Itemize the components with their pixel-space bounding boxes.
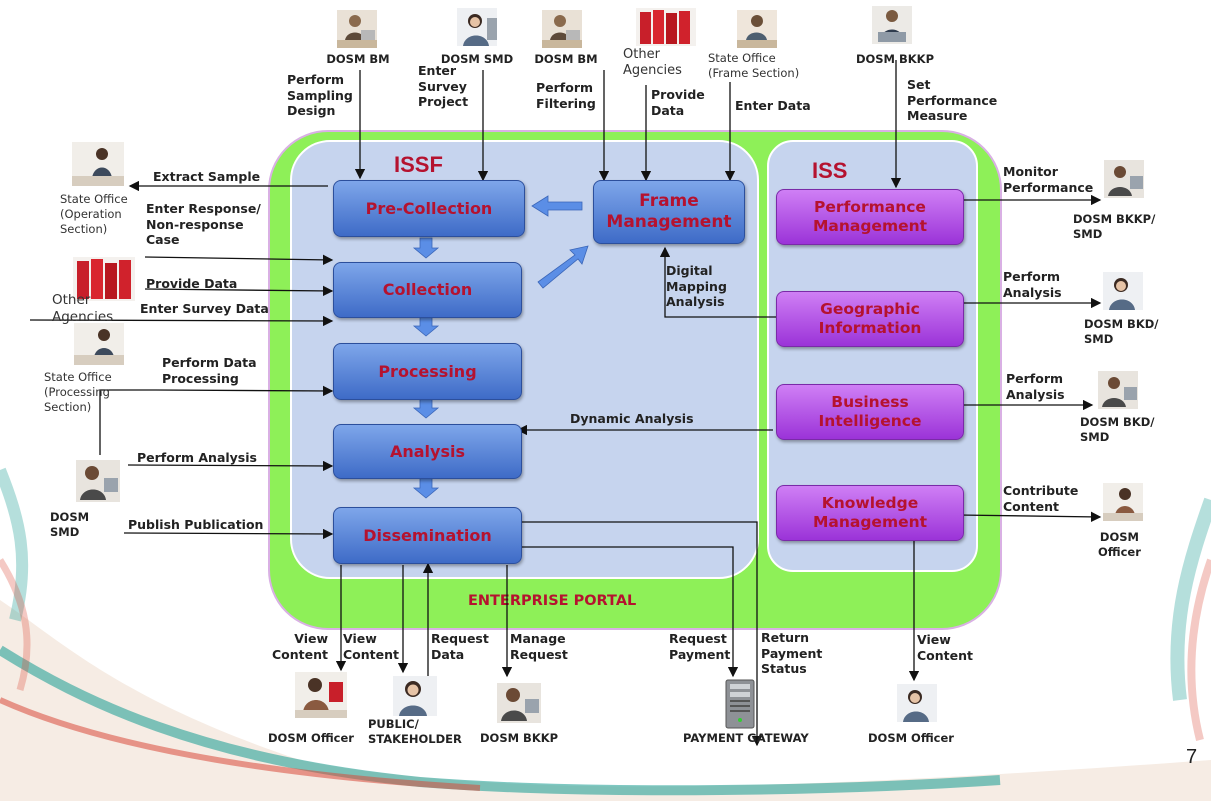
person-at-desk-icon [737,10,777,48]
woman-with-headset-icon [1103,272,1143,310]
view-content-3-label: View Content [917,632,973,663]
left-state-operation-caption: State Office (Operation Section) [60,192,128,236]
woman-at-desk-icon [1103,483,1143,521]
top-other-agencies-caption: Other Agencies [623,47,682,79]
bottom-public-caption: PUBLIC/ STAKEHOLDER [368,717,462,746]
view-content-1-label: View Content [272,631,328,662]
woman-with-headset-icon [897,684,937,722]
extract-sample-label: Extract Sample [153,169,261,184]
man-at-computer-icon [497,683,541,723]
server-tower-icon [725,679,755,729]
woman-at-desk-icon [74,323,124,365]
page-number: 7 [1186,746,1198,768]
perform-sampling-label: Perform Sampling Design [287,72,353,119]
bottom-gateway-caption: PAYMENT GATEWAY [683,731,809,745]
top-state-frame-caption: State Office (Frame Section) [708,51,800,80]
request-payment-label: Request Payment [669,631,731,662]
contribute-content-label: Contribute Content [1003,483,1079,514]
right-officer-caption: DOSM Officer [1098,530,1141,559]
bottom-bkkp-caption: DOSM BKKP [480,731,559,745]
right-bkkp-smd-caption: DOSM BKKP/ SMD [1073,212,1156,241]
perform-analysis-r2-label: Perform Analysis [1006,371,1065,402]
perform-analysis-r1-label: Perform Analysis [1003,269,1062,300]
right-bkd-smd-1-caption: DOSM BKD/ SMD [1084,317,1159,346]
analysis-module[interactable]: Analysis [333,424,522,479]
woman-at-desk-icon [295,672,347,718]
enter-data-label: Enter Data [735,98,811,113]
monitor-performance-label: Monitor Performance [1003,164,1094,195]
perform-analysis-left-label: Perform Analysis [137,450,257,465]
pre-collection-module[interactable]: Pre-Collection [333,180,525,237]
enter-survey-data-label: Enter Survey Data [140,301,269,316]
left-state-processing-caption: State Office (Processing Section) [44,370,112,414]
collection-module[interactable]: Collection [333,262,522,318]
frame-management-module[interactable]: Frame Management [593,180,745,244]
woman-at-desk-icon [72,142,124,186]
binders-icon [636,8,696,46]
view-content-2-label: View Content [343,631,399,662]
performance-management-module[interactable]: Performance Management [776,189,964,245]
manage-request-label: Manage Request [510,631,568,662]
enter-response-label: Enter Response/ Non-response Case [146,201,261,248]
geographic-information-module[interactable]: Geographic Information [776,291,964,347]
knowledge-management-module[interactable]: Knowledge Management [776,485,964,541]
top-bkkp-caption: DOSM BKKP [855,52,935,66]
provide-data-left-label: Provide Data [146,276,238,291]
digital-mapping-label: Digital Mapping Analysis [666,263,727,310]
return-payment-label: Return Payment Status [761,630,823,677]
publish-publication-label: Publish Publication [128,517,264,532]
top-smd-caption: DOSM SMD [440,52,514,66]
provide-data-top-label: Provide Data [651,87,705,118]
set-performance-label: Set Performance Measure [907,77,998,124]
binders-icon [73,257,135,301]
dissemination-module[interactable]: Dissemination [333,507,522,564]
person-at-desk-icon [542,10,582,48]
perform-data-processing-label: Perform Data Processing [162,355,257,386]
dynamic-analysis-label: Dynamic Analysis [570,411,694,426]
processing-module[interactable]: Processing [333,343,522,400]
man-at-computer-icon [76,460,120,502]
left-other-agencies-caption: Other Agencies [52,292,114,325]
bottom-officer-1-caption: DOSM Officer [268,731,354,745]
perform-filtering-label: Perform Filtering [536,80,596,111]
top-bm-1-caption: DOSM BM [326,52,390,66]
person-at-desk-icon [337,10,377,48]
person-with-laptop-icon [872,6,912,44]
bottom-officer-2-caption: DOSM Officer [868,731,954,745]
woman-with-headset-icon [457,8,497,46]
man-at-computer-icon [1098,371,1138,409]
request-data-label: Request Data [431,631,489,662]
iss-title: ISS [812,158,848,183]
top-bm-2-caption: DOSM BM [534,52,598,66]
business-intelligence-module[interactable]: Business Intelligence [776,384,964,440]
left-smd-caption: DOSM SMD [50,510,90,539]
right-bkd-smd-2-caption: DOSM BKD/ SMD [1080,415,1155,444]
issf-title: ISSF [394,152,443,177]
man-at-computer-icon [1104,160,1144,198]
portal-title: ENTERPRISE PORTAL [468,593,637,609]
woman-with-headset-icon [393,676,437,716]
enter-survey-project-label: Enter Survey Project [418,63,469,110]
